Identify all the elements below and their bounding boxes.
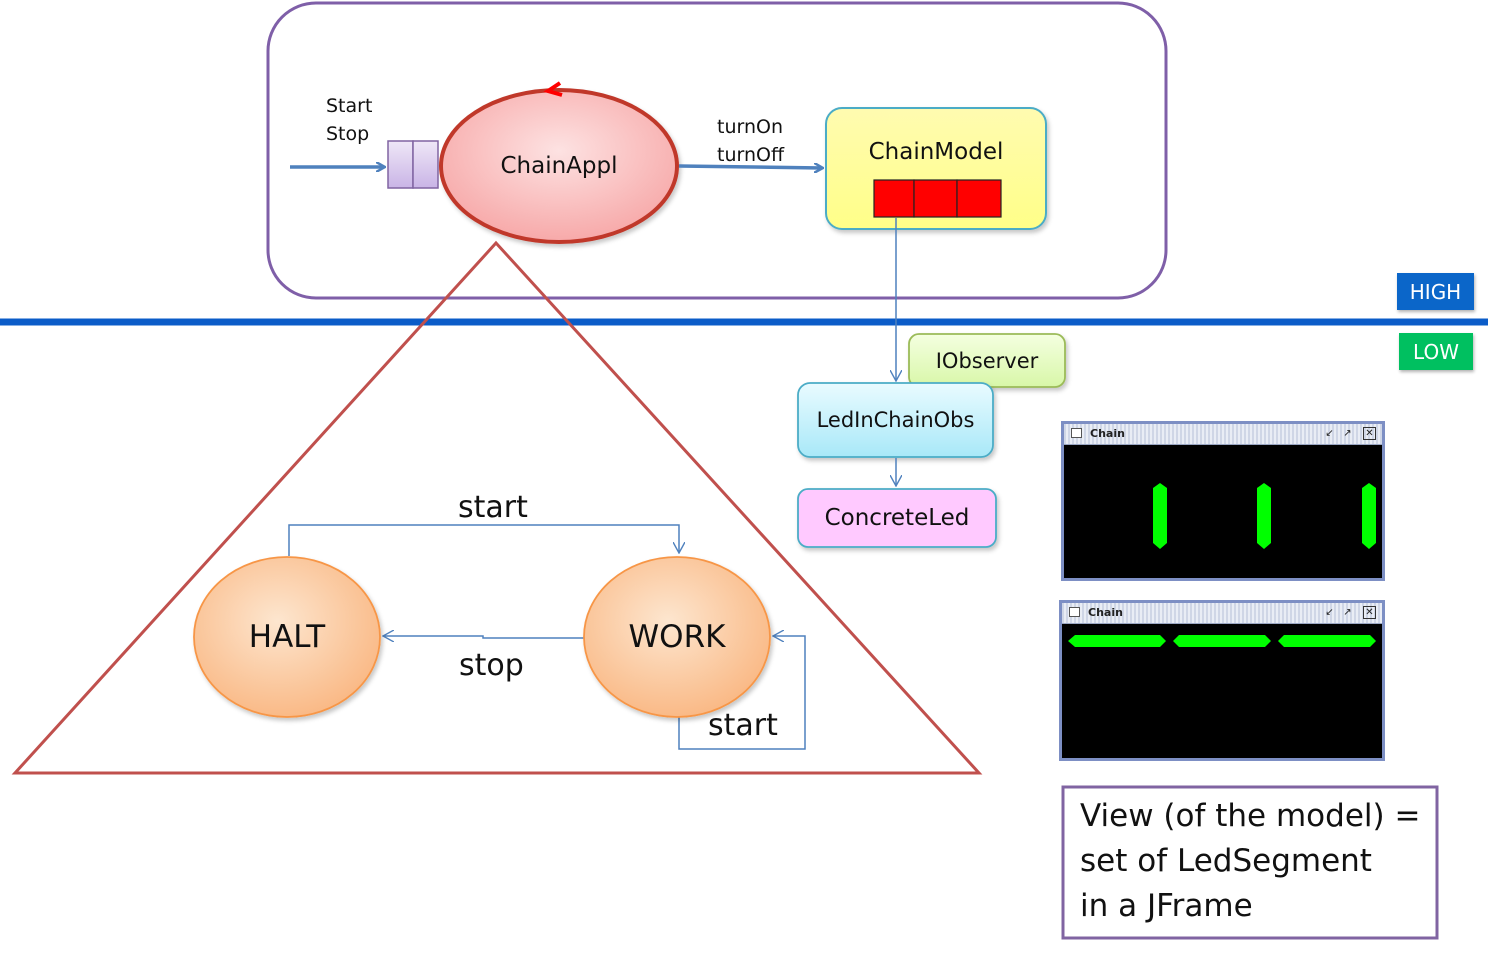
transition-work-to-halt [384, 636, 584, 638]
led-cell [913, 179, 958, 218]
led-segment [1257, 483, 1271, 549]
close-icon[interactable]: ✕ [1363, 606, 1376, 619]
maximize-icon[interactable]: ↗ [1343, 428, 1352, 439]
chainappl-label: ChainAppl [500, 153, 618, 179]
transition-work-self [678, 636, 806, 750]
output-label-turnoff: turnOff [717, 144, 785, 166]
chain-jframe-vertical: Chain ↙ ↗ ✕ [1061, 421, 1385, 581]
ledinchainobs-label: LedInChainObs [816, 408, 975, 432]
transition-label-start: start [458, 490, 528, 525]
led-panel-horizontal [1068, 635, 1376, 647]
message-queue [387, 140, 439, 189]
state-machine-triangle [11, 240, 983, 775]
red-arrow-mark [543, 81, 563, 97]
halt-state-label: HALT [248, 619, 326, 655]
led-cell [956, 179, 1002, 218]
transition-label-start-self: start [708, 708, 778, 743]
led-panel-vertical [1153, 483, 1376, 549]
led-segment [1153, 483, 1167, 549]
input-label-stop: Stop [326, 123, 370, 145]
minimize-icon[interactable]: ↙ [1325, 428, 1334, 439]
iobserver-label: IObserver [935, 349, 1039, 373]
led-segment [1173, 635, 1271, 647]
turn-arrow [678, 166, 822, 168]
application-boundary [266, 1, 1168, 300]
jframe-title: Chain [1090, 427, 1125, 440]
concreteled-node [797, 488, 997, 548]
led-array [873, 179, 1002, 218]
input-label-start: Start [326, 95, 373, 117]
view-note-line3: in a JFrame [1080, 888, 1253, 924]
chain-jframe-horizontal: Chain ↙ ↗ ✕ [1059, 600, 1385, 761]
jframe-title: Chain [1088, 606, 1123, 619]
maximize-icon[interactable]: ↗ [1343, 607, 1352, 618]
chainmodel-label: ChainModel [868, 139, 1004, 165]
led-segment [1362, 483, 1376, 549]
minimize-icon[interactable]: ↙ [1325, 607, 1334, 618]
view-note-box [1061, 785, 1439, 940]
output-label-turnon: turnOn [717, 116, 784, 138]
window-icon [1069, 607, 1080, 617]
led-cell [873, 179, 915, 218]
jframe-titlebar[interactable]: Chain ↙ ↗ ✕ [1062, 603, 1382, 624]
work-state-label: WORK [628, 619, 726, 655]
view-note-line2: set of LedSegment [1080, 843, 1372, 879]
high-level-label: HIGH [1397, 273, 1474, 310]
view-note-line1: View (of the model) = [1080, 798, 1421, 834]
concreteled-label: ConcreteLed [824, 505, 970, 531]
transition-label-stop: stop [459, 648, 524, 683]
halt-state [193, 556, 381, 718]
window-icon [1071, 428, 1082, 438]
work-state [583, 556, 771, 718]
led-segment [1068, 635, 1166, 647]
low-level-label: LOW [1399, 333, 1473, 370]
ledinchainobs-node [797, 382, 994, 458]
led-segment [1278, 635, 1376, 647]
jframe-titlebar[interactable]: Chain ↙ ↗ ✕ [1064, 424, 1382, 445]
transition-halt-to-work [288, 524, 679, 556]
close-icon[interactable]: ✕ [1363, 427, 1376, 440]
chainappl-node [439, 88, 679, 244]
